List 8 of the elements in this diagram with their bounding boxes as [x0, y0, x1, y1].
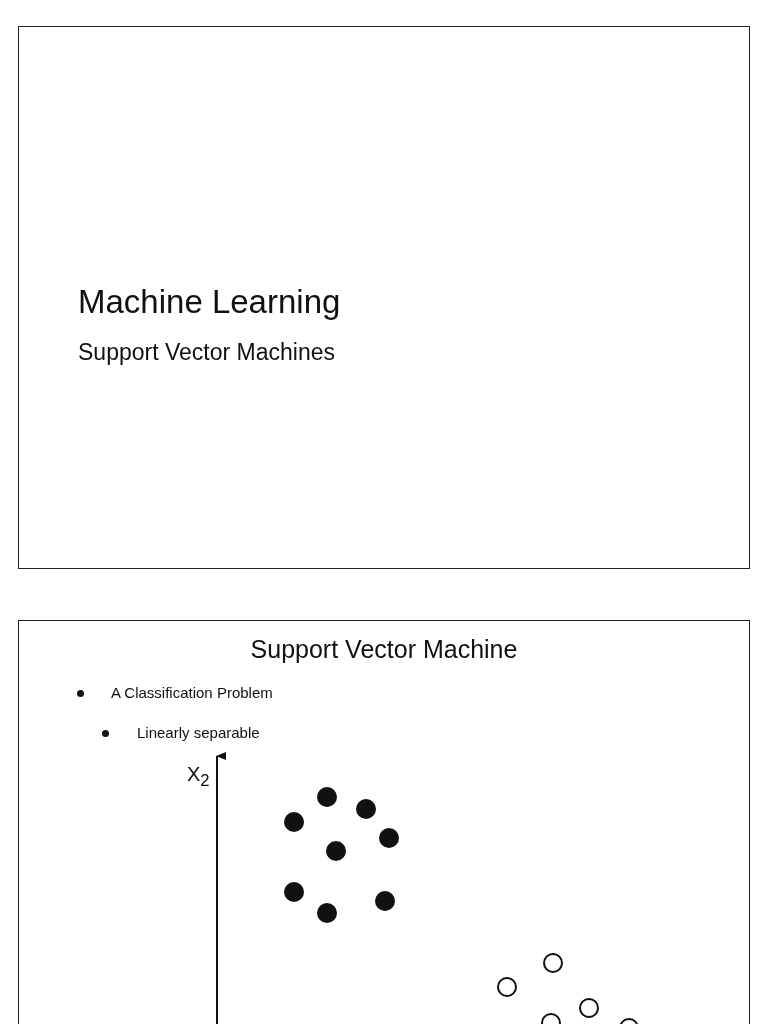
- slide-title: Support Vector Machine: [249, 635, 519, 664]
- slide-panel: [18, 26, 750, 569]
- slide-title: Machine Learning: [78, 283, 341, 321]
- slide-subtitle: Support Vector Machines: [78, 339, 335, 366]
- slide-panel: [18, 620, 750, 1024]
- bullet-text: A Classification Problem: [111, 684, 273, 701]
- axis-label: X$_{2}$: [187, 763, 210, 791]
- bullet-text: Linearly separable: [137, 724, 260, 741]
